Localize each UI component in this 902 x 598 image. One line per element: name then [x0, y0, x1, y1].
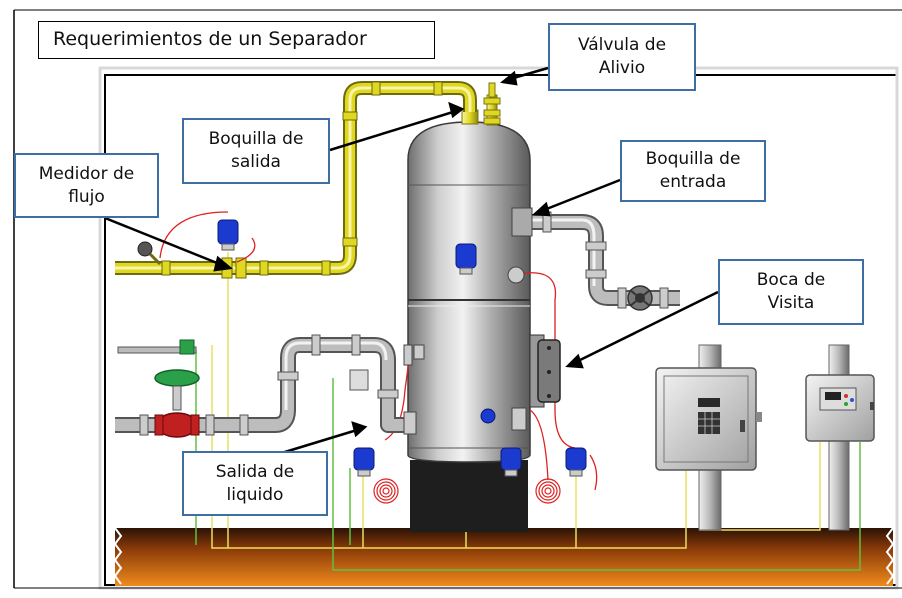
callout-line: Visita — [767, 293, 815, 313]
coil-right-icon — [535, 478, 561, 504]
ground-right-edge — [885, 527, 895, 585]
coil-left-icon — [373, 478, 399, 504]
relief-valve-icon — [483, 82, 501, 126]
callout-line: salida — [231, 152, 281, 172]
liquid-outlet-pipe — [115, 334, 408, 436]
callout-line: Alivio — [598, 58, 646, 78]
callout-valvula-alivio: Válvula de Alivio — [548, 23, 696, 91]
page-title: Requerimientos de un Separador — [38, 21, 435, 59]
transmitter-icon — [217, 219, 587, 477]
callout-salida-liquido: Salida de liquido — [182, 451, 328, 516]
callout-line: flujo — [68, 186, 105, 207]
inlet-pipe — [530, 211, 680, 309]
gauge-icon — [137, 241, 162, 266]
callout-boquilla-salida: Boquilla de salida — [182, 118, 330, 184]
callout-line: liquido — [226, 484, 284, 505]
callout-line: Salida de — [215, 461, 295, 482]
manway-icon — [529, 334, 561, 408]
callout-line: entrada — [659, 172, 727, 192]
callout-line: Boquilla de — [645, 149, 741, 169]
callout-boca-visita: Boca de Visita — [718, 259, 864, 325]
ground-left-edge — [113, 527, 123, 585]
callout-arrows — [104, 66, 719, 457]
gas-outlet-pipe — [115, 81, 477, 276]
callout-boquilla-entrada: Boquilla de entrada — [620, 140, 766, 202]
control-valve-icon — [117, 339, 200, 438]
control-panel-small-icon — [805, 374, 875, 442]
separator-vessel — [407, 121, 531, 463]
callout-line: Boca de — [756, 270, 826, 290]
callout-line: Válvula de — [577, 35, 667, 55]
inlet-valve-icon — [627, 285, 653, 311]
callout-line: Boquilla de — [208, 129, 304, 149]
callout-line: Medidor de — [38, 163, 135, 184]
control-panel-icon — [655, 367, 762, 471]
vessel-nozzles — [403, 207, 533, 435]
callout-medidor-flujo: Medidor de flujo — [14, 153, 159, 218]
ground — [115, 528, 893, 586]
top-nozzle — [461, 109, 479, 125]
